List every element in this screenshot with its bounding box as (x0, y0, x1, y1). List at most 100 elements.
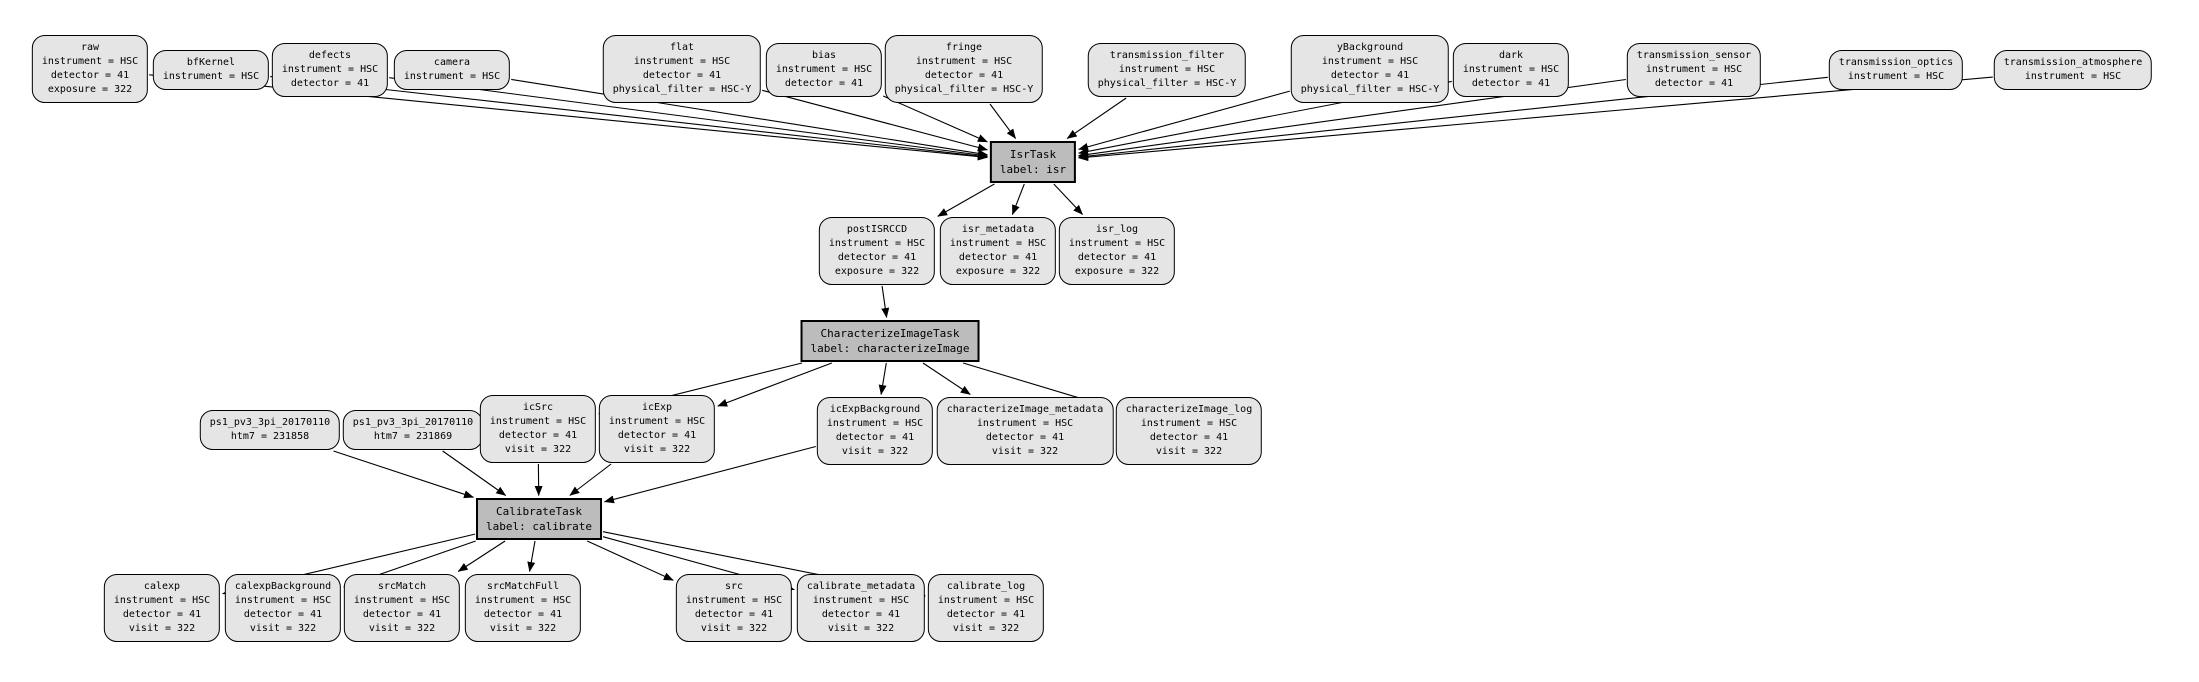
node-title: transmission_atmosphere (2003, 57, 2143, 68)
node-title: IsrTask (1009, 148, 1057, 161)
node-title: flat (669, 42, 695, 53)
node-attribute-line: instrument = HSC (1140, 418, 1238, 429)
node-attribute-line: visit = 322 (841, 446, 909, 457)
node-attribute-line: detector = 41 (290, 78, 370, 89)
node-title: transmission_filter (1109, 50, 1225, 61)
node-title: calibrate_metadata (806, 581, 916, 592)
node-title: characterizeImage_log (1125, 404, 1253, 415)
node-attribute-line: detector = 41 (1654, 78, 1734, 89)
node-attribute-line: instrument = HSC (685, 595, 783, 606)
node-attribute-line: instrument = HSC (1321, 56, 1419, 67)
dataset-node-transmission_atmosphere: transmission_atmosphere instrument = HSC (1993, 50, 2153, 90)
node-title: CalibrateTask (495, 505, 583, 518)
dataset-node-ps1_a: ps1_pv3_3pi_20170110 htm7 = 231858 (199, 410, 341, 450)
edge-postISRCCD-to-characterizeImage (881, 285, 890, 318)
node-attribute-line: instrument = HSC (1118, 64, 1216, 75)
node-attribute-line: visit = 322 (128, 623, 196, 634)
node-title: postISRCCD (846, 224, 908, 235)
node-title: transmission_sensor (1636, 50, 1752, 61)
edge-bfKernel-to-isr (270, 76, 988, 160)
node-attribute-line: instrument = HSC (2024, 71, 2122, 82)
node-title: bias (811, 50, 837, 61)
node-title: isr_metadata (961, 224, 1035, 235)
node-title: icExpBackground (829, 404, 921, 415)
node-attribute-line: instrument = HSC (915, 56, 1013, 67)
dataset-node-transmission_optics: transmission_optics instrument = HSC (1828, 50, 1964, 90)
node-attribute-line: instrument = HSC (608, 416, 706, 427)
node-attribute-line: physical_filter = HSC-Y (612, 84, 752, 95)
node-attribute-line: detector = 41 (835, 432, 915, 443)
node-attribute-line: instrument = HSC (812, 595, 910, 606)
edge-characterizeImage-to-characterizeImage_metadata (922, 362, 971, 395)
node-attribute-line: visit = 322 (368, 623, 436, 634)
node-title: defects (308, 50, 352, 61)
node-attribute-line: instrument = HSC (113, 595, 211, 606)
dataset-node-bfKernel: bfKernel instrument = HSC (152, 50, 270, 90)
node-attribute-line: detector = 41 (122, 609, 202, 620)
node-attribute-line: instrument = HSC (489, 416, 587, 427)
node-attribute-line: physical_filter = HSC-Y (1300, 84, 1440, 95)
node-attribute-line: instrument = HSC (826, 418, 924, 429)
node-attribute-line: exposure = 322 (1074, 266, 1160, 277)
node-attribute-line: detector = 41 (362, 609, 442, 620)
edge-icExp-to-calibrate (569, 463, 612, 496)
node-title: src (724, 581, 744, 592)
node-attribute-line: instrument = HSC (281, 64, 379, 75)
node-attribute-line: detector = 41 (958, 252, 1038, 263)
edge-transmission_filter-to-isr (1066, 97, 1127, 139)
node-title: transmission_optics (1838, 57, 1954, 68)
node-attribute-line: instrument = HSC (162, 71, 260, 82)
node-attribute-line: visit = 322 (1155, 446, 1223, 457)
node-attribute-line: instrument = HSC (353, 595, 451, 606)
node-title: camera (433, 57, 471, 68)
node-attribute-line: instrument = HSC (1068, 238, 1166, 249)
node-title: icExp (641, 402, 673, 413)
dataset-node-srcMatch: srcMatch instrument = HSC detector = 41 vis… (343, 574, 461, 642)
node-attribute-line: detector = 41 (243, 609, 323, 620)
node-attribute-line: visit = 322 (827, 623, 895, 634)
node-attribute-line: visit = 322 (952, 623, 1020, 634)
edge-ps1_b-to-calibrate (442, 450, 507, 496)
node-attribute-line: detector = 41 (1330, 70, 1410, 81)
edge-bias-to-isr (882, 95, 988, 143)
dataset-node-isr_metadata: isr_metadata instrument = HSC detector = 4… (939, 217, 1057, 285)
edge-icExpBackground-to-calibrate (604, 445, 816, 504)
node-attribute-line: detector = 41 (642, 70, 722, 81)
edge-camera-to-isr (511, 78, 988, 158)
task-node-isr: IsrTask label: isr (989, 141, 1077, 183)
edge-ps1_a-to-calibrate (333, 450, 474, 499)
node-attribute-line: instrument = HSC (1847, 71, 1945, 82)
node-title: ps1_pv3_3pi_20170110 (209, 417, 331, 428)
node-title: calexpBackground (234, 581, 332, 592)
edge-calibrate-to-srcMatchFull (527, 540, 536, 572)
edge-fringe-to-isr (989, 103, 1017, 139)
node-attribute-line: detector = 41 (924, 70, 1004, 81)
node-title: srcMatch (377, 581, 427, 592)
edge-characterizeImage-to-icExp (717, 362, 832, 407)
node-attribute-line: detector = 41 (483, 609, 563, 620)
node-attribute-line: instrument = HSC (949, 238, 1047, 249)
node-attribute-line: detector = 41 (946, 609, 1026, 620)
node-attribute-line: htm7 = 231858 (230, 431, 310, 442)
edge-yBackground-to-isr (1078, 90, 1290, 151)
edge-calibrate-to-src (586, 540, 674, 581)
node-title: bfKernel (186, 57, 236, 68)
node-title: raw (80, 42, 100, 53)
node-attribute-line: detector = 41 (1077, 252, 1157, 263)
node-title: calibrate_log (946, 581, 1026, 592)
node-attribute-line: htm7 = 231869 (373, 431, 453, 442)
node-attribute-line: label: isr (999, 163, 1067, 176)
node-attribute-line: detector = 41 (1471, 78, 1551, 89)
